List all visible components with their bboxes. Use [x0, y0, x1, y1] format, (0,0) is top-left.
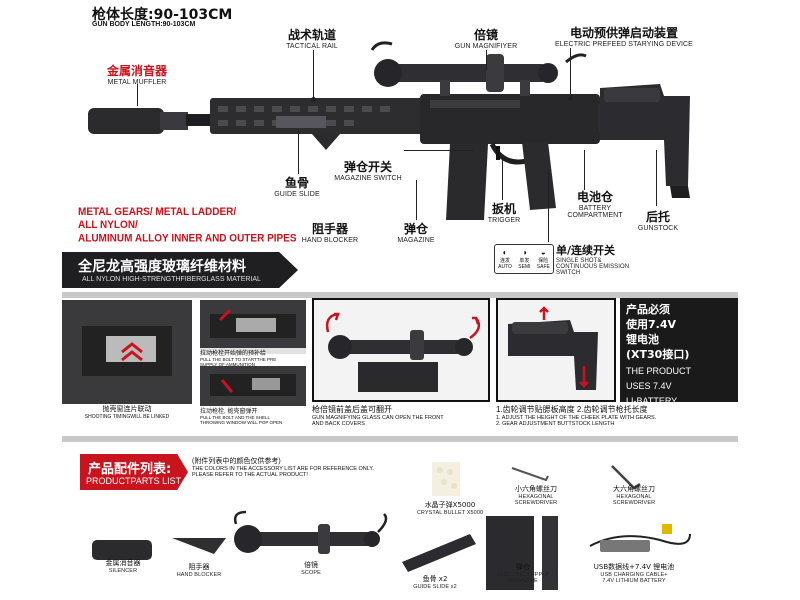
divider-top [62, 292, 738, 298]
part-guide-slide-label: 鱼骨 x2 GUIDE SLIDE x2 [413, 575, 457, 590]
bolt-pull-photo [200, 300, 306, 354]
callout-trigger: 扳机 TRIGGER [487, 202, 521, 224]
callout-line-trigger [502, 160, 503, 200]
parts-illustrations [92, 462, 691, 590]
stock-shape [600, 84, 690, 186]
gun-length-subtitle: GUN BODY LENGTH:90-103CM [92, 21, 196, 28]
gun-length-title: 枪体长度:90-103CM [92, 7, 233, 23]
fire-mode-auto: ◐ 连发 AUTO [498, 248, 512, 270]
bolt-panel-group: 抛壳窗连片联动 SHOOTING TIMINGWILL BE LINKED 拉动… [62, 300, 306, 428]
shell-window-photo [62, 300, 192, 404]
callout-magazine: 弹仓 MAGAZINE [397, 222, 435, 244]
callout-line-magazine [416, 180, 417, 220]
part-hand-blocker-label: 阻手器 HAND BLOCKER [176, 563, 222, 578]
callout-dot-rail [311, 97, 316, 102]
callout-line-magswitch [404, 150, 474, 151]
callout-magazine-switch: 弹仓开关 MAGAZINE SWITCH [334, 160, 402, 182]
parts-list-subtitle: PRODUCTPARTS LIST [86, 476, 182, 486]
part-scope-label: 倍镜 SCOPE [301, 561, 321, 576]
part-magazine-icon [486, 516, 558, 590]
part-guide-slide-icon [402, 534, 476, 572]
parts-list-tag [80, 454, 188, 490]
scope-cover-caption: 枪倍镜前盖后盖可翻开 GUN MAGNIFYING GLASS CAN OPEN… [312, 405, 444, 427]
divider-bottom [62, 436, 738, 442]
callout-line-prefeed [570, 48, 571, 98]
fire-mode-semi: ◑ 单发 SEMI [518, 248, 531, 270]
callout-line-guide [298, 130, 299, 174]
fire-mode-semi-icon: ◑ [521, 248, 527, 257]
bolt-pull-caption: 拉动枪栓开始弹的预补给 PULL THE BOLT TO STARTTHE PR… [200, 348, 306, 367]
fire-mode-auto-icon: ◐ [502, 248, 508, 257]
part-usb-battery-icon [589, 524, 691, 552]
material-banner [62, 252, 298, 288]
callout-line-muffler [137, 84, 138, 106]
magazine-shape [446, 144, 488, 220]
fire-mode-safe-icon: ◒ [540, 248, 546, 257]
shell-link-caption: 抛壳窗连片联动 SHOOTING TIMINGWILL BE LINKED [84, 406, 170, 420]
part-crystal-bullet-label: 水晶子弹X5000 CRYSTAL BULLET X5000 [416, 501, 484, 516]
material-banner-subtitle: ALL NYLON HIGH-STRENGTHFIBERGLASS MATERI… [82, 276, 261, 283]
callout-line-scope [486, 50, 487, 70]
callout-prefeed: 电动预供弹启动装置 ELECTRIC PREFEED STARYING DEVI… [555, 26, 693, 48]
parts-list-title: 产品配件列表: [88, 462, 172, 477]
callout-battery: 电池仓 BATTERY COMPARTMENT [567, 190, 623, 219]
callout-guide-slide: 鱼骨 GUIDE SLIDE [274, 176, 320, 198]
part-small-screwdriver-icon [511, 467, 549, 482]
part-magazine-label: 弹仓 ELECTRIC SUPPLY MAGAZINE [497, 563, 549, 584]
part-silencer-label: 金属消音器 SILENCER [105, 559, 141, 574]
part-crystal-bullet-icon [432, 462, 460, 496]
fire-mode-safe: ◒ 保险 SAFE [536, 248, 550, 270]
grip-shape [522, 142, 556, 210]
silencer-shape [88, 108, 164, 134]
shell-open-photo [200, 366, 306, 406]
material-banner-title: 全尼龙高强度玻璃纤维材料 [78, 259, 246, 275]
battery-requirement-box: 产品必须 使用7.4V 锂电池 (XT30接口) THE PRODUCT USE… [620, 298, 738, 406]
callout-dot-prefeed [568, 96, 573, 101]
callout-shot-switch: 单/连续开关 SINGLE SHOT& CONTINUOUS EMISSION … [556, 244, 630, 276]
stock-adjust-caption: 1.齿轮调节贴腮板高度 2.齿轮调节枪托长度 1. ADJUST THE HEI… [496, 405, 657, 427]
callout-hand-blocker: 阻手器 HAND BLOCKER [301, 222, 359, 244]
materials-list: METAL GEARS/ METAL LADDER/ ALL NYLON/ AL… [78, 206, 297, 245]
part-silencer-icon [92, 540, 152, 560]
part-scope-icon [233, 510, 388, 554]
callout-tactical-rail: 战术轨道 TACTICAL RAIL [286, 28, 338, 50]
callout-gun-magnifier: 倍镜 GUN MAGNIFIYER [454, 28, 518, 50]
stock-adjust-panel [496, 298, 616, 402]
scope-shape [380, 64, 550, 82]
shell-open-caption: 拉动枪栓, 抛壳窗弹开 PULL THE BOLT AND THE SHELL … [200, 409, 283, 425]
callout-gunstock: 后托 GUNSTOCK [637, 210, 679, 232]
callout-line-gunstock [656, 150, 657, 206]
part-small-screwdriver-label: 小六角螺丝刀 HEXAGONAL SCREWDRIVER [514, 485, 558, 506]
callout-line-switch [548, 170, 549, 242]
part-usb-battery-label: USB数据线+7.4V 锂电池 USB CHARGING CABLE+ 7.4V… [593, 563, 675, 584]
callout-muffler: 金属消音器 METAL MUFFLER [106, 64, 167, 86]
scope-cover-panel [312, 298, 490, 402]
parts-list-note: (附件列表中的颜色仅供参考) THE COLORS IN THE ACCESSO… [192, 458, 374, 478]
callout-line-battery [584, 150, 585, 190]
part-large-screwdriver-label: 大六角螺丝刀 HEXAGONAL SCREWDRIVER [612, 485, 656, 506]
part-hand-blocker-icon [172, 538, 226, 554]
callout-line-rail [313, 50, 314, 100]
fire-mode-selector: ◐ 连发 AUTO ◑ 单发 SEMI ◒ 保险 SAFE [494, 244, 554, 274]
rifle-illustration [88, 41, 690, 220]
part-large-screwdriver-icon [611, 465, 641, 490]
